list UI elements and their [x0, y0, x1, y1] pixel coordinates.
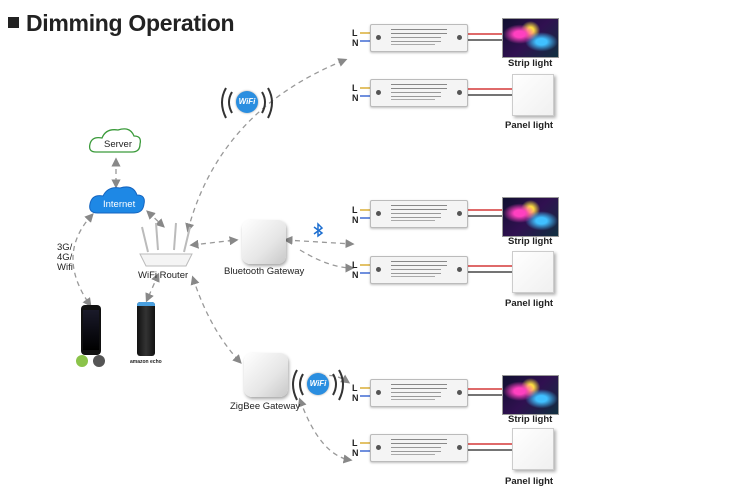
router-body: [139, 253, 193, 267]
android-icon: [76, 355, 88, 367]
mobile-link-wifi: Wifi: [57, 262, 73, 273]
strip-light-label: Strip light: [508, 236, 553, 247]
panel-light-label: Panel light: [505, 120, 554, 131]
smartphone-icon: [81, 305, 101, 355]
wifi-badge-top: WiFi: [236, 91, 258, 113]
strip-light-image: [502, 375, 559, 415]
bluetooth-gateway-icon: [242, 220, 286, 264]
panel-light-image: [512, 251, 554, 293]
zigbee-gateway-label: ZigBee Gateway: [230, 401, 301, 412]
mobile-link-label: 3G/ 4G/ Wifi: [57, 243, 73, 273]
zigbee-gateway-icon: [244, 353, 288, 397]
bluetooth-icon: [313, 222, 324, 238]
strip-light-label: Strip light: [508, 58, 553, 69]
wifi-waves-top-icon: [221, 87, 273, 119]
title-text: Dimming Operation: [26, 10, 235, 36]
echo-brand-logo: amazon echo: [130, 359, 162, 365]
strip-light-image: [502, 18, 559, 58]
server-label: Server: [104, 139, 132, 150]
internet-label: Internet: [103, 199, 136, 210]
page-title: Dimming Operation: [8, 10, 235, 37]
led-driver: [370, 434, 468, 462]
bluetooth-gateway-label: Bluetooth Gateway: [224, 266, 305, 277]
led-driver: [370, 200, 468, 228]
mobile-link-4g: 4G/: [57, 252, 73, 263]
server-cloud-icon: [88, 128, 142, 153]
led-driver: [370, 79, 468, 107]
apple-icon: [93, 355, 105, 367]
panel-light-label: Panel light: [505, 298, 554, 309]
internet-cloud-icon: [89, 186, 145, 214]
bullet-square-icon: [8, 17, 19, 28]
led-driver: [370, 256, 468, 284]
amazon-echo-icon: [137, 302, 155, 356]
panel-light-image: [512, 428, 554, 470]
panel-light-image: [512, 74, 554, 116]
wifi-badge-bottom: WiFi: [307, 373, 329, 395]
led-driver: [370, 379, 468, 407]
router-label: WiFi Router: [138, 270, 189, 281]
strip-light-image: [502, 197, 559, 237]
wifi-waves-bottom-icon: [292, 369, 344, 401]
strip-light-label: Strip light: [508, 414, 553, 425]
panel-light-label: Panel light: [505, 476, 554, 487]
mobile-link-3g: 3G/: [57, 242, 73, 253]
led-driver: [370, 24, 468, 52]
router-antennas: [141, 222, 191, 253]
